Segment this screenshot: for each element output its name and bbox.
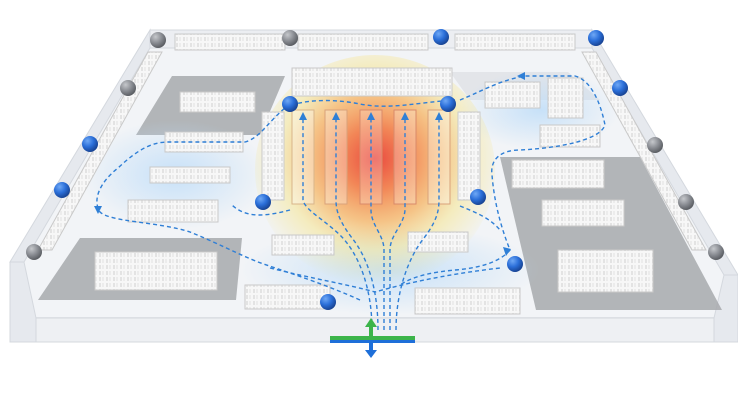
dome-camera-icon xyxy=(120,80,136,96)
shelf-back-counter xyxy=(291,67,453,97)
shelf-right-4 xyxy=(511,159,605,189)
customer-flow-paths xyxy=(96,75,606,331)
flow-arrowhead xyxy=(367,112,375,120)
shelf-right-2 xyxy=(547,77,584,119)
shelf-center-edge-right xyxy=(457,111,481,201)
dome-camera-icon xyxy=(282,96,298,112)
entrance-bar-green xyxy=(330,336,415,340)
flow-arrowheads xyxy=(94,72,525,256)
dome-camera-icon xyxy=(678,194,694,210)
flow-path-top xyxy=(284,99,456,109)
heatmap-hotspot xyxy=(255,55,495,285)
shelf-lower-4 xyxy=(414,287,521,315)
flow-arrowhead xyxy=(332,112,340,120)
shelf-back-wall-left xyxy=(174,33,286,51)
dome-camera-icon xyxy=(282,30,298,46)
dome-camera-icon xyxy=(612,80,628,96)
entrance-bar-blue xyxy=(330,340,415,343)
zone-right xyxy=(500,157,722,310)
dome-camera-icon xyxy=(54,182,70,198)
dome-camera-icon xyxy=(320,294,336,310)
dome-camera-icon xyxy=(26,244,42,260)
flow-path-center-2 xyxy=(335,118,379,331)
arrow-down-icon xyxy=(365,343,377,358)
flow-arrowhead xyxy=(401,112,409,120)
dome-camera-icon xyxy=(507,256,523,272)
flow-arrowhead xyxy=(94,206,102,214)
arrow-up-icon xyxy=(365,318,377,336)
shelf-right-6 xyxy=(557,249,654,293)
flow-path-left-loop xyxy=(96,107,361,301)
camera-group xyxy=(26,29,724,310)
flow-path-center-5 xyxy=(395,118,440,331)
shelf-center-edge-left xyxy=(261,111,285,201)
dome-camera-icon xyxy=(150,32,166,48)
flow-path-center-3 xyxy=(370,118,385,330)
shelf-right-wall xyxy=(581,51,707,251)
dome-camera-icon xyxy=(433,29,449,45)
shelf-lower-2 xyxy=(407,231,469,253)
dome-camera-icon xyxy=(255,194,271,210)
shelf-left-3 xyxy=(149,166,231,184)
shelf-back-wall-center xyxy=(297,33,429,51)
flow-path-center-1 xyxy=(302,118,373,331)
flow-arrowhead xyxy=(299,112,307,120)
dome-camera-icon xyxy=(708,244,724,260)
shelf-right-3 xyxy=(539,124,601,148)
flow-path-bottom xyxy=(269,267,501,293)
shelf-lower-3 xyxy=(244,284,331,310)
dome-camera-icon xyxy=(588,30,604,46)
shelf-right-5 xyxy=(541,199,625,227)
flow-arrowhead xyxy=(435,112,443,120)
store-entrance xyxy=(330,318,415,358)
flow-path-right-loop xyxy=(399,75,606,286)
front-wall-right xyxy=(713,274,738,343)
shelf-lower-1 xyxy=(271,234,335,256)
dome-camera-icon xyxy=(82,136,98,152)
flow-path-left-inner xyxy=(231,204,291,216)
shelf-left-4 xyxy=(127,199,219,223)
flow-path-center-4 xyxy=(389,118,406,330)
shelf-right-1 xyxy=(484,81,541,109)
shelf-left-1 xyxy=(179,91,256,113)
dome-camera-icon xyxy=(647,137,663,153)
shelf-back-wall-right xyxy=(454,33,576,51)
dome-camera-icon xyxy=(470,189,486,205)
flow-path-right-inner xyxy=(459,205,501,231)
flow-arrowhead xyxy=(517,72,525,80)
shelf-left-wall xyxy=(37,51,163,251)
flow-arrowhead xyxy=(503,247,511,256)
dome-camera-icon xyxy=(440,96,456,112)
shelf-left-5 xyxy=(94,251,218,291)
